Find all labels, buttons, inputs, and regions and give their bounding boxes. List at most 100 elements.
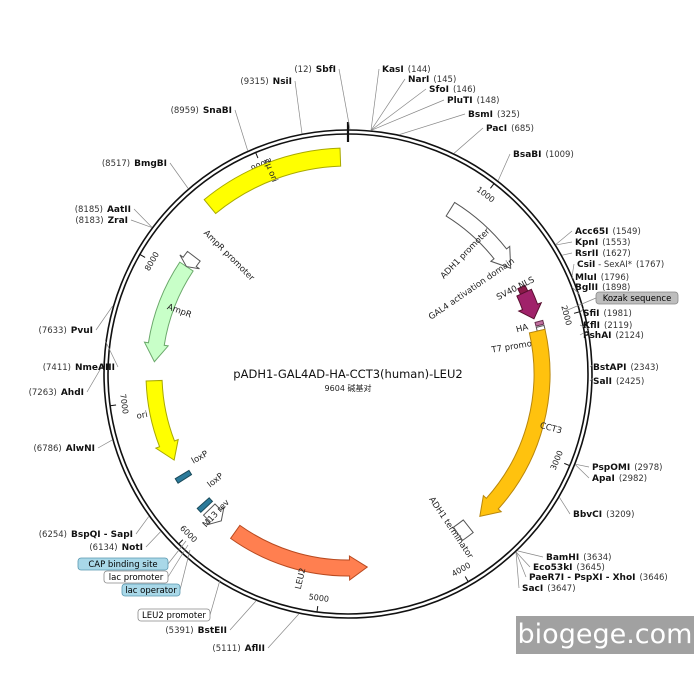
feature-adh1-promoter (445, 201, 512, 269)
tick-mark (178, 539, 184, 545)
site-name: KflI (583, 321, 600, 331)
site-name: BmgBI (134, 159, 167, 169)
site-name: RsrII (575, 249, 598, 259)
feature-label-ha: HA (515, 323, 530, 336)
site-label: (6134)NotI (89, 543, 143, 553)
tick-label: 4000 (450, 561, 472, 579)
tick-mark (110, 404, 117, 407)
box-leader (179, 549, 191, 591)
site-leader (515, 551, 531, 568)
site-leader (95, 305, 113, 331)
site-position: (1767) (636, 260, 664, 270)
site-label: BsmI(325) (468, 110, 520, 120)
site-label: (8517)BmgBI (102, 159, 167, 169)
site-label: SacI(3647) (522, 584, 576, 594)
site-leader (559, 497, 571, 515)
feature-ampr (143, 261, 194, 363)
feature-label-adh1-promoter: ADH1 promoter (439, 226, 493, 281)
feature-2-ori (203, 147, 342, 215)
site-label: BamHI(3634) (546, 553, 611, 563)
site-leader (556, 241, 573, 246)
site-leader (86, 364, 104, 393)
site-leader (371, 88, 427, 131)
site-label: (6254)BspQI - SapI (39, 530, 133, 540)
site-label: (7633)PvuI (39, 326, 93, 336)
site-position: (1796) (601, 273, 629, 283)
site-position: (6786) (33, 444, 61, 454)
site-name: BspQI - SapI (71, 530, 133, 540)
site-label: (5391)BstEII (165, 626, 227, 636)
site-leader (267, 613, 300, 649)
site-name: BsmI (468, 110, 493, 120)
site-position: (3209) (606, 510, 634, 520)
site-position: (1627) (602, 249, 630, 259)
tick-mark (139, 254, 146, 258)
site-leader (497, 153, 511, 181)
site-leader (133, 208, 153, 228)
site-extra: - SexAI* (595, 260, 632, 270)
site-label: (8183)ZraI (75, 216, 128, 226)
site-name: SnaBI (203, 106, 232, 116)
site-leader (453, 127, 484, 154)
site-position: (2982) (619, 474, 647, 484)
feature-label-ampr-promoter: AmpR promoter (201, 228, 256, 283)
site-label: PshAI(2124) (583, 331, 644, 341)
boxed-label-bg (103, 570, 169, 584)
site-label: BstAPI(2343) (593, 363, 659, 373)
box-leader (167, 544, 189, 578)
site-name: NsiI (273, 77, 292, 87)
feature-loxp (196, 497, 214, 514)
site-name: Eco53kI (533, 563, 573, 573)
site-name: PluTI (447, 96, 473, 106)
site-name: SfoI (429, 85, 449, 95)
site-label: BglII(1898) (575, 283, 630, 293)
tick-label: 7000 (118, 393, 130, 414)
site-label: PspOMI(2978) (592, 463, 662, 473)
site-name: ZraI (108, 216, 128, 226)
site-label: NarI(145) (408, 75, 456, 85)
feature-label-leu2: LEU2 (294, 567, 309, 590)
site-name: PvuI (71, 326, 93, 336)
feature-label-loxp: loxP (206, 471, 226, 490)
tick-label: 2000 (559, 304, 573, 326)
site-leader (571, 263, 575, 276)
site-name: ApaI (592, 474, 615, 484)
site-name: SalI (593, 377, 612, 387)
site-leader (575, 464, 590, 479)
site-name: BstAPI (593, 363, 626, 373)
site-name: NmeAIII (75, 363, 115, 373)
site-name: SbfI (316, 65, 336, 75)
site-position: (3646) (639, 573, 667, 583)
site-leader (579, 307, 585, 314)
site-label: (8959)SnaBI (171, 106, 232, 116)
site-position: (3647) (547, 584, 575, 594)
feature-ampr-promoter (179, 250, 201, 270)
tick-label: 8000 (143, 250, 161, 272)
site-name: BbvCI (573, 510, 602, 520)
tick-mark (573, 311, 580, 314)
boxed-label: lac promoter (109, 573, 164, 583)
boxed-label-bg (121, 583, 181, 597)
site-leader (370, 68, 380, 131)
site-name: KasI (382, 65, 404, 75)
site-name: PacI (486, 124, 507, 134)
site-label: (12) SbfI (294, 65, 336, 75)
site-position: (145) (433, 75, 456, 85)
feature-label-loxp: loxP (190, 449, 210, 466)
boxed-label: Kozak sequence (603, 294, 672, 304)
site-position: (12) (294, 65, 311, 75)
site-position: (3634) (583, 553, 611, 563)
feature-ha (534, 319, 545, 327)
site-leader (515, 552, 527, 578)
site-leader (104, 340, 119, 368)
site-label: Acc65I(1549) (575, 227, 641, 237)
site-name: AatII (107, 205, 131, 215)
site-position: (1549) (613, 227, 641, 237)
site-name: PshAI (583, 331, 612, 341)
site-leader (234, 109, 248, 151)
site-leader (562, 252, 573, 256)
site-position: (6134) (89, 543, 117, 553)
site-leader (589, 364, 594, 368)
